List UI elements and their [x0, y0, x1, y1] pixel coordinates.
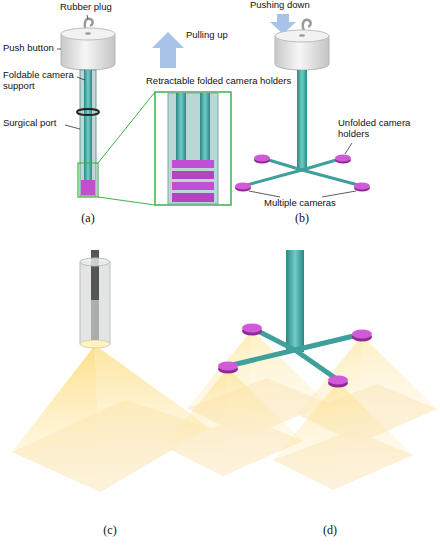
- camera-holder: [328, 376, 348, 385]
- push-button: [299, 34, 305, 36]
- action-label: Pulling up: [186, 30, 228, 41]
- zoom-inset: [200, 93, 210, 160]
- rubber-plug: [303, 20, 311, 31]
- camera-holder: [218, 362, 238, 371]
- folded-port: [80, 340, 110, 348]
- part-label: Surgical port: [3, 118, 56, 129]
- folded-port: [80, 258, 110, 266]
- camera-holder: [354, 183, 370, 190]
- leader-line: [65, 125, 80, 129]
- camera-holder: [235, 183, 251, 190]
- folded-port: [91, 300, 99, 340]
- pull-arrow: [152, 32, 184, 68]
- light-field: [163, 368, 228, 476]
- surgical-port: [80, 70, 96, 196]
- camera-support: [286, 250, 304, 352]
- rubber-plug: [303, 20, 311, 31]
- folded-port: [80, 250, 110, 348]
- push-button: [275, 30, 329, 70]
- part-label: Rubber plug: [60, 2, 112, 13]
- leader-line: [87, 15, 88, 19]
- push-button: [275, 30, 329, 42]
- port-ring: [77, 109, 99, 115]
- camera-support: [302, 170, 362, 186]
- leader-line: [77, 77, 85, 80]
- camera-support: [295, 334, 362, 350]
- surgical-port: [80, 70, 96, 196]
- part-label: Retractable folded camera holders: [146, 76, 291, 87]
- camera-support: [228, 350, 295, 366]
- camera-holder: [242, 324, 262, 333]
- panel-letter: (d): [310, 524, 350, 538]
- camera-holder: [254, 155, 270, 162]
- light-field: [12, 345, 100, 492]
- zoom-box: [78, 92, 155, 205]
- zoom-inset: [168, 93, 218, 204]
- part-label: Unfolded camera holders: [338, 118, 422, 140]
- leader-line: [249, 191, 280, 197]
- camera-support: [243, 170, 302, 186]
- part-label: Multiple cameras: [264, 198, 336, 209]
- zoom-inset: [172, 171, 214, 179]
- action-label: Pushing down: [250, 0, 310, 11]
- camera-holder: [352, 330, 372, 339]
- camera-support: [228, 250, 362, 380]
- push-button: [61, 28, 115, 40]
- surgical-port: [81, 180, 95, 195]
- leader-line: [322, 191, 356, 197]
- light-field: [333, 382, 413, 490]
- zoom-inset: [172, 182, 214, 190]
- panel-letter: (c): [90, 524, 130, 538]
- camera-support: [295, 350, 338, 380]
- light-field: [163, 330, 437, 490]
- port-ring: [77, 109, 99, 115]
- zoom-box: [98, 197, 155, 205]
- camera-holder: [335, 155, 351, 162]
- camera-holder: [235, 155, 370, 192]
- leader-line: [57, 49, 61, 50]
- camera-holder: [218, 324, 372, 388]
- light-field: [12, 345, 210, 492]
- push-button: [85, 32, 91, 34]
- panel-letter: (a): [68, 212, 108, 226]
- pull-arrow: [152, 32, 184, 68]
- zoom-inset: [172, 160, 214, 168]
- zoom-inset: [155, 92, 231, 205]
- part-label: Foldable camera support: [3, 70, 77, 92]
- leader-line: [345, 143, 352, 154]
- zoom-box: [78, 163, 98, 197]
- zoom-inset: [155, 92, 231, 205]
- part-label: Push button: [3, 43, 54, 54]
- light-field: [273, 382, 338, 490]
- zoom-inset: [172, 193, 214, 202]
- zoom-inset: [176, 93, 186, 160]
- camera-support: [297, 70, 307, 170]
- zoom-box: [98, 92, 155, 163]
- push-button: [61, 28, 115, 70]
- panel-letter: (b): [282, 212, 322, 226]
- leader-line: [249, 143, 356, 197]
